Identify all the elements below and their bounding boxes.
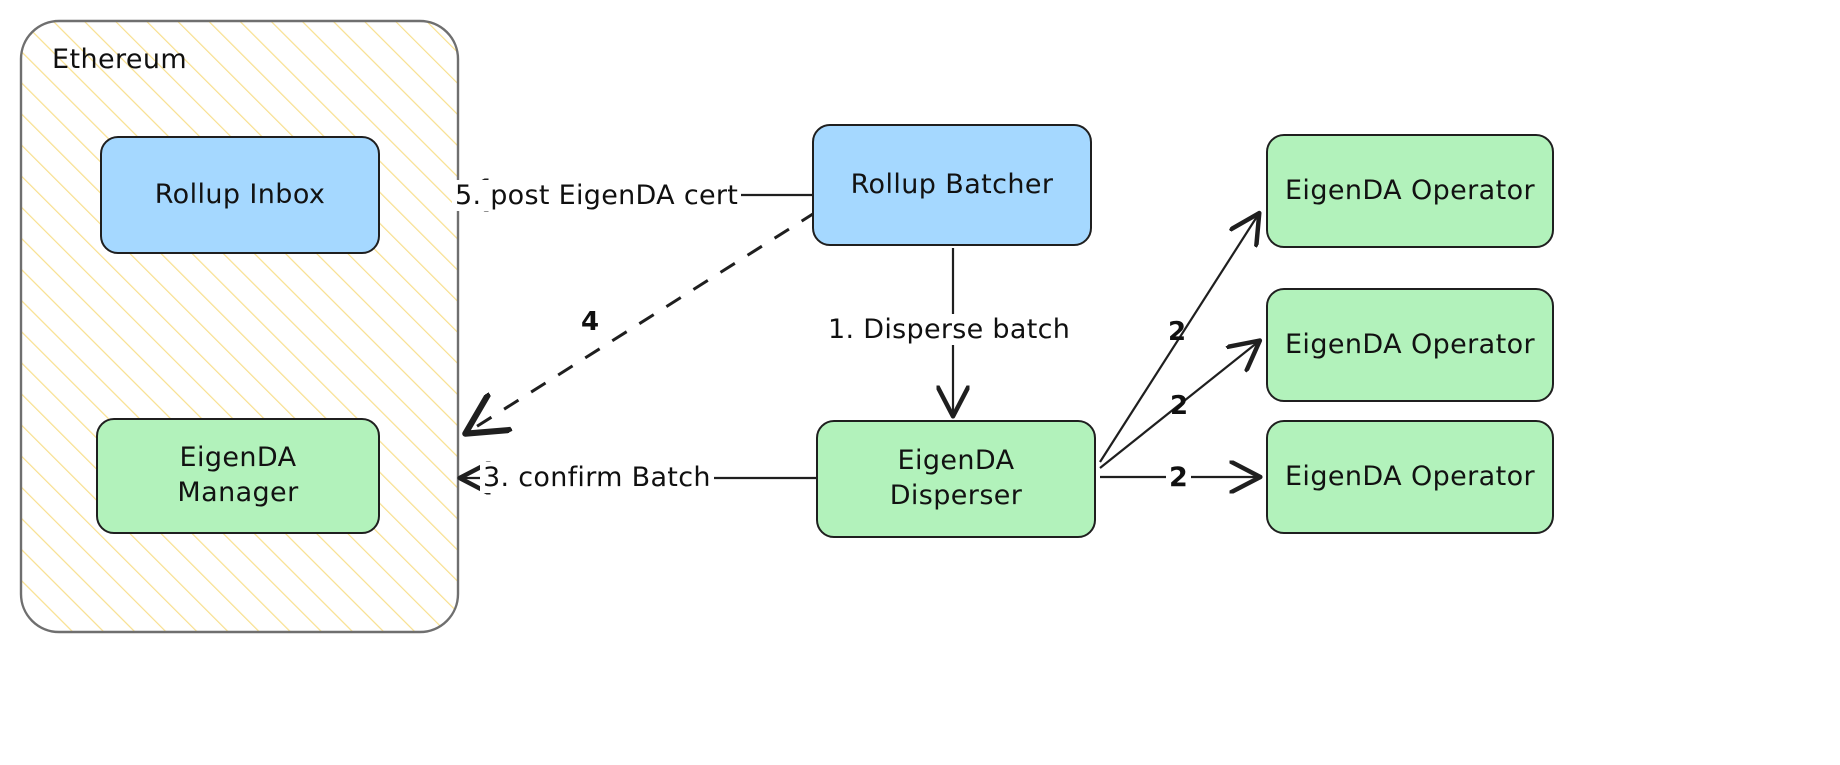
edge-2-operator-1 (1099, 215, 1258, 463)
node-eigenda-operator-2[interactable]: EigenDA Operator (1266, 288, 1554, 402)
node-eigenda-operator-2-label: EigenDA Operator (1284, 328, 1536, 360)
edge-label-confirm-batch: 3. confirm Batch (480, 462, 714, 493)
edge-4-dashed (468, 210, 817, 432)
edge-2-operator-2 (1099, 342, 1258, 469)
node-rollup-batcher[interactable]: Rollup Batcher (812, 124, 1092, 246)
edge-label-2-operator-2: 2 (1170, 391, 1189, 421)
edge-label-4: 4 (581, 307, 600, 337)
edge-label-post-eigenda-cert: 5. post EigenDA cert (452, 180, 742, 211)
node-eigenda-disperser-label-line1: EigenDA (897, 445, 1015, 477)
node-rollup-inbox-label: Rollup Inbox (154, 178, 326, 210)
edge-label-2-operator-3: 2 (1166, 462, 1192, 493)
node-eigenda-manager-label-line2: Manager (177, 477, 299, 508)
edge-label-disperse-batch: 1. Disperse batch (825, 314, 1074, 345)
node-rollup-inbox[interactable]: Rollup Inbox (100, 136, 380, 254)
node-eigenda-disperser-label-line2: Disperser (889, 480, 1023, 511)
node-rollup-batcher-label: Rollup Batcher (850, 168, 1054, 200)
node-eigenda-operator-1[interactable]: EigenDA Operator (1266, 134, 1554, 248)
node-eigenda-operator-1-label: EigenDA Operator (1284, 174, 1536, 206)
ethereum-container-label: Ethereum (52, 44, 188, 75)
ethereum-container (19, 19, 460, 634)
node-eigenda-operator-3-label: EigenDA Operator (1284, 460, 1536, 492)
node-eigenda-manager[interactable]: EigenDA Manager (96, 418, 380, 534)
node-eigenda-manager-label-line1: EigenDA (179, 442, 297, 474)
node-eigenda-disperser[interactable]: EigenDA Disperser (816, 420, 1096, 538)
node-eigenda-operator-3[interactable]: EigenDA Operator (1266, 420, 1554, 534)
edge-label-2-operator-1: 2 (1168, 317, 1187, 347)
